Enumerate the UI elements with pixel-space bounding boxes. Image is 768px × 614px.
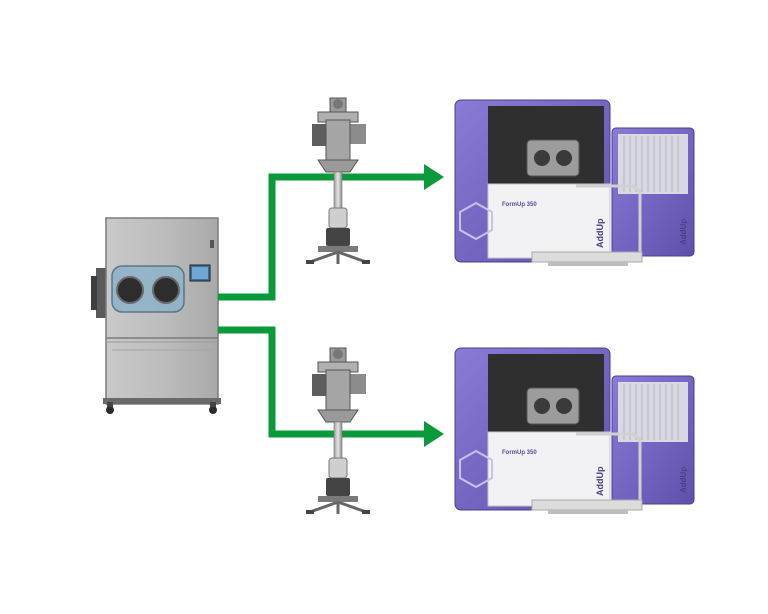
printer-lower: AddUp FormUp 350 AddUp xyxy=(454,347,695,514)
side-brand-label: AddUp xyxy=(679,467,688,493)
printer-upper: AddUp FormUp 350 AddUp xyxy=(454,99,695,266)
glovebox-station xyxy=(91,217,221,414)
arrowhead-upper xyxy=(424,164,444,190)
sieve-tower-upper xyxy=(306,97,370,264)
hexagon-logo xyxy=(459,201,493,241)
side-brand-label: AddUp xyxy=(679,219,688,245)
side-brand-label: AddUp xyxy=(595,466,605,496)
caster-wheel xyxy=(106,406,114,414)
printer-model-label: FormUp 350 xyxy=(502,202,537,208)
caster-wheel xyxy=(209,406,217,414)
flow-arrow-lower xyxy=(218,326,428,438)
arrowhead-lower xyxy=(424,421,444,447)
sieve-tower-lower xyxy=(306,347,370,514)
glove-port-left xyxy=(116,276,144,304)
hexagon-logo xyxy=(459,449,493,489)
glove-port-right xyxy=(152,276,180,304)
printer-model-label: FormUp 350 xyxy=(502,450,537,456)
flow-arrows xyxy=(218,164,444,447)
side-brand-label: AddUp xyxy=(595,218,605,248)
flow-arrow-upper xyxy=(218,173,428,301)
